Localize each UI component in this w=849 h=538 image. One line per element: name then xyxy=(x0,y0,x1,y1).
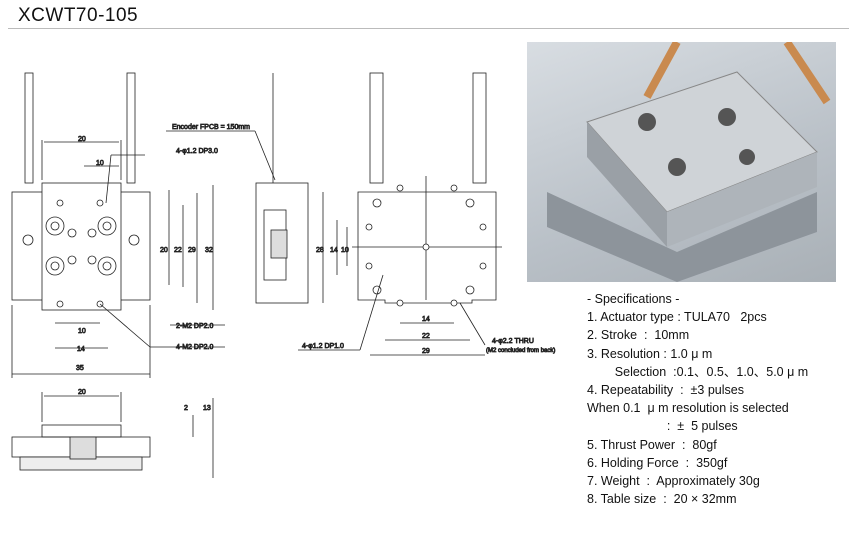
dim-label: 14 xyxy=(422,316,430,323)
dim-label: 13 xyxy=(203,405,211,412)
dim-label: 35 xyxy=(76,365,84,372)
dim-label: 10 xyxy=(78,328,86,335)
bottom-view: 28 14 10 14 22 29 4-φ1.2 DP1.0 4-φ2.2 TH… xyxy=(298,72,556,356)
lead-right xyxy=(126,72,136,184)
spec-line: 1. Actuator type : TULA70 2pcs xyxy=(587,310,767,325)
spec-line: 8. Table size : 20 × 32mm xyxy=(587,492,737,507)
dim-label: 10 xyxy=(341,247,349,254)
spec-line: 2. Stroke : 10mm xyxy=(587,328,690,343)
side-body xyxy=(255,182,309,304)
spec-line: 3. Resolution : 1.0 μ m xyxy=(587,346,713,361)
thread-note: 4-M2 DP2.0 xyxy=(176,344,213,351)
hole-note: 4-φ1.2 DP3.0 xyxy=(176,148,218,155)
table-plate xyxy=(41,182,122,311)
specs-heading: - Specifications - xyxy=(587,292,680,306)
thru-subnote: (M2 concluded from back) xyxy=(486,348,555,354)
side-view: Encoder FPCB = 150mm xyxy=(166,73,309,304)
dim-label: 28 xyxy=(316,247,324,254)
encoder-note: Encoder FPCB = 150mm xyxy=(172,124,250,131)
spec-line: 4. Repeatability : ±3 pulses xyxy=(587,383,744,398)
dim-label: 29 xyxy=(188,247,196,254)
product-photo xyxy=(527,42,836,282)
dim-label: 20 xyxy=(160,247,168,254)
spec-line: 7. Weight : Approximately 30g xyxy=(587,474,760,489)
spec-line: Selection :0.1、0.5、1.0、5.0 μ m xyxy=(587,364,809,379)
dim-label: 22 xyxy=(422,333,430,340)
dim-label: 22 xyxy=(174,247,182,254)
spec-line: 6. Holding Force : 350gf xyxy=(587,455,728,470)
dim-label: 32 xyxy=(205,247,213,254)
dim-label: 10 xyxy=(96,160,104,167)
hole-note: 4-φ1.2 DP1.0 xyxy=(302,343,344,350)
dim-label: 14 xyxy=(330,247,338,254)
page-title: XCWT70-105 xyxy=(18,5,139,26)
top-view: 20 10 4-φ1.2 DP3.0 20 22 29 32 10 14 35 … xyxy=(11,72,225,378)
spec-line: 5. Thrust Power : 80gf xyxy=(587,437,717,452)
spec-line: : ± 5 pulses xyxy=(587,419,738,434)
title-divider xyxy=(8,28,849,29)
thru-note: 4-φ2.2 THRU xyxy=(492,338,534,345)
dim-label: 2 xyxy=(184,405,188,412)
dim-label: 20 xyxy=(78,136,86,143)
spec-line: When 0.1 μ m resolution is selected xyxy=(587,401,789,416)
dim-label: 14 xyxy=(77,346,85,353)
specifications: - Specifications - 1. Actuator type : TU… xyxy=(587,290,808,508)
thread-note: 2-M2 DP2.0 xyxy=(176,323,213,330)
lead-left xyxy=(24,72,34,184)
dim-label: 20 xyxy=(78,389,86,396)
dim-label: 29 xyxy=(422,348,430,355)
front-view: 20 2 13 xyxy=(11,389,214,478)
